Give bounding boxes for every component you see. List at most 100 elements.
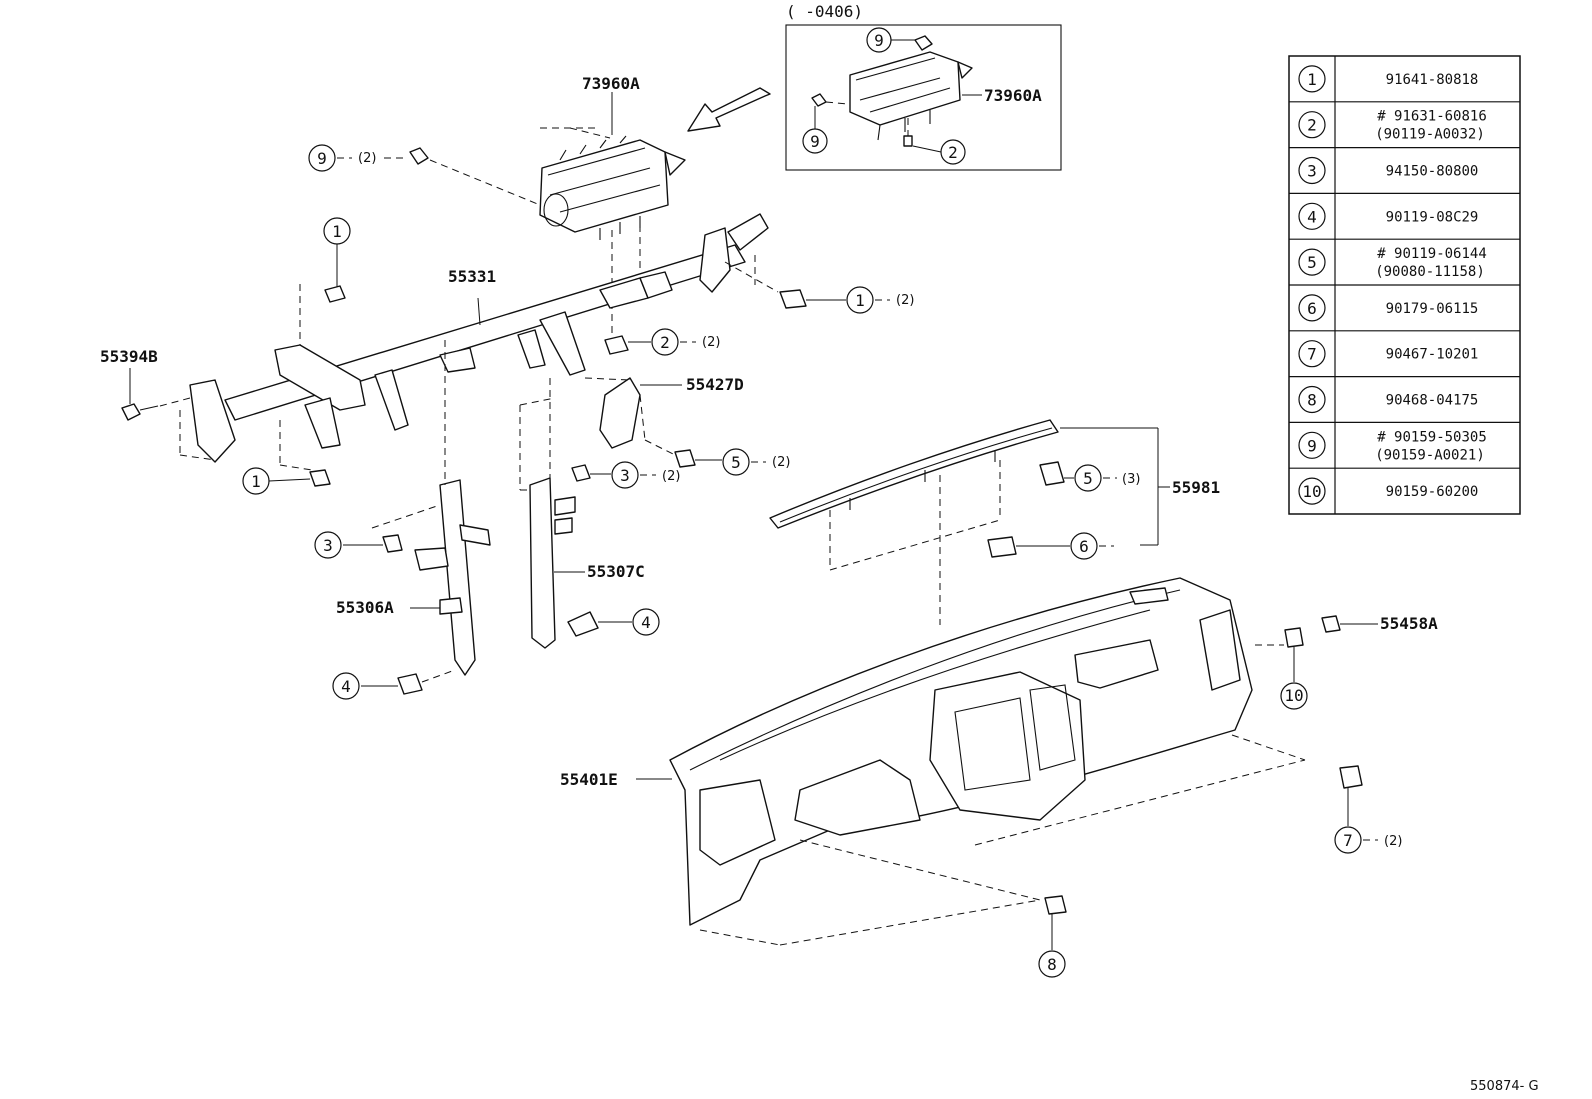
- legend-number: 1: [1307, 70, 1317, 89]
- legend-part-code: 90179-06115: [1386, 301, 1479, 317]
- bracket-left-bolt: [121, 368, 216, 461]
- callout-c4b: 4: [567, 608, 660, 637]
- callout-c5a: 5 (2): [644, 439, 790, 476]
- legend-number-circle: [1298, 385, 1326, 414]
- inset-direction-arrow: [687, 87, 771, 132]
- legend-number: 2: [1307, 116, 1317, 135]
- callout-c10a: 10: [1280, 627, 1308, 710]
- callout-c4a: 4: [332, 669, 456, 700]
- callout-c6a: 8: [1038, 895, 1067, 978]
- legend-number-circle: [1298, 156, 1326, 185]
- svg-text:4: 4: [641, 613, 651, 632]
- svg-text:(2): (2): [358, 151, 376, 166]
- callout-c7a: 5 (3): [1039, 461, 1140, 492]
- legend-number: 8: [1307, 391, 1317, 410]
- instrument-panel-drawing: [636, 577, 1306, 946]
- svg-text:9: 9: [874, 31, 884, 50]
- legend-number: 9: [1307, 436, 1317, 455]
- callout-c9a: 9 (2): [308, 144, 408, 172]
- svg-text:3: 3: [620, 466, 630, 485]
- part-label-instrument-panel: 55401E: [560, 770, 618, 789]
- inset-airbag-drawing: [811, 35, 982, 147]
- svg-text:1: 1: [332, 222, 342, 241]
- callout-c3b: 3: [314, 531, 403, 559]
- svg-text:(2): (2): [662, 469, 680, 484]
- legend-number: 3: [1307, 162, 1317, 181]
- svg-text:(2): (2): [702, 335, 720, 350]
- svg-text:(2): (2): [1384, 834, 1402, 849]
- svg-text:9: 9: [317, 149, 327, 168]
- legend-part-code: 90119-08C29: [1386, 209, 1479, 225]
- bracket-55458A-drawing: [1255, 615, 1378, 646]
- legend-part-code: 90467-10201: [1386, 347, 1479, 363]
- svg-text:1: 1: [251, 472, 261, 491]
- callout-c2i: 2: [912, 139, 966, 165]
- svg-text:(2): (2): [896, 293, 914, 308]
- svg-text:1: 1: [855, 291, 865, 310]
- legend-number: 7: [1307, 345, 1317, 364]
- legend-number-circle: [1298, 294, 1326, 322]
- part-label-bracket-55458A: 55458A: [1380, 614, 1438, 633]
- variant-note: ( -0406): [786, 2, 863, 21]
- callout-c8a: 6: [987, 532, 1158, 560]
- svg-text:5: 5: [1083, 469, 1093, 488]
- airbag-module-drawing: [409, 92, 686, 340]
- legend-part-code: 90159-60200: [1386, 484, 1479, 500]
- legend-number-circle: [1298, 248, 1326, 276]
- brace-55306A-drawing: [371, 340, 491, 676]
- svg-text:2: 2: [948, 143, 958, 162]
- svg-text:2: 2: [660, 333, 670, 352]
- legend-part-code: 94150-80800: [1386, 164, 1479, 180]
- legend-number-circle: [1298, 431, 1326, 459]
- legend-part-code: # 90119-06144: [1377, 246, 1487, 262]
- defroster-nozzle-drawing: [769, 419, 1170, 625]
- svg-text:(3): (3): [1122, 472, 1140, 487]
- part-label-airbag: 73960A: [582, 74, 640, 93]
- legend-number-circle: [1298, 202, 1326, 230]
- legend-alt-code: (90159-A0021): [1375, 447, 1485, 463]
- callout-c9j: 9: [802, 106, 828, 154]
- diagram-code: 550874- G: [1470, 1079, 1539, 1094]
- legend-number-circle: [1298, 65, 1326, 93]
- legend-number-circle: [1298, 340, 1326, 368]
- svg-text:9: 9: [810, 132, 820, 151]
- legend-number-circle: [1298, 111, 1326, 139]
- callout-c1b: 1 (2): [724, 255, 914, 314]
- part-label-brace-55427D: 55427D: [686, 375, 744, 394]
- legend-alt-code: (90080-11158): [1375, 264, 1485, 280]
- callout-c9i: 9: [866, 27, 915, 53]
- part-label-brace-55306A: 55306A: [336, 598, 394, 617]
- part-label-inset-airbag: 73960A: [984, 86, 1042, 105]
- part-label-reinforcement: 55331: [448, 267, 496, 286]
- brace-55307C-drawing: [519, 378, 585, 649]
- legend-number: 4: [1307, 207, 1317, 226]
- legend-part-code: 91641-80818: [1386, 72, 1479, 88]
- part-label-defroster-nozzle: 55981: [1172, 478, 1220, 497]
- svg-text:8: 8: [1047, 955, 1057, 974]
- legend-number: 6: [1307, 299, 1317, 318]
- legend-number: 5: [1307, 253, 1317, 272]
- reinforcement-drawing: [189, 213, 769, 463]
- callout-c5b: 7 (2): [1334, 765, 1402, 854]
- legend-part-code: # 91631-60816: [1377, 109, 1487, 125]
- svg-text:5: 5: [731, 453, 741, 472]
- inset-frame: [785, 24, 1062, 171]
- legend-number: 10: [1302, 482, 1321, 501]
- svg-text:10: 10: [1284, 686, 1303, 705]
- brace-55427D-drawing: [584, 377, 682, 449]
- svg-text:7: 7: [1343, 831, 1353, 850]
- svg-text:6: 6: [1079, 537, 1089, 556]
- callout-c1a: 1: [299, 217, 351, 345]
- callout-c2a: 2 (2): [604, 328, 720, 356]
- part-label-brace-55307C: 55307C: [587, 562, 645, 581]
- callout-c1c: 1: [242, 420, 331, 495]
- legend-part-code: # 90159-50305: [1377, 429, 1487, 445]
- svg-text:3: 3: [323, 536, 333, 555]
- callout-c3a: 3 (2): [571, 461, 680, 489]
- part-label-bracket-left: 55394B: [100, 347, 158, 366]
- svg-text:4: 4: [341, 677, 351, 696]
- legend-part-code: 90468-04175: [1386, 393, 1479, 409]
- svg-text:(2): (2): [772, 455, 790, 470]
